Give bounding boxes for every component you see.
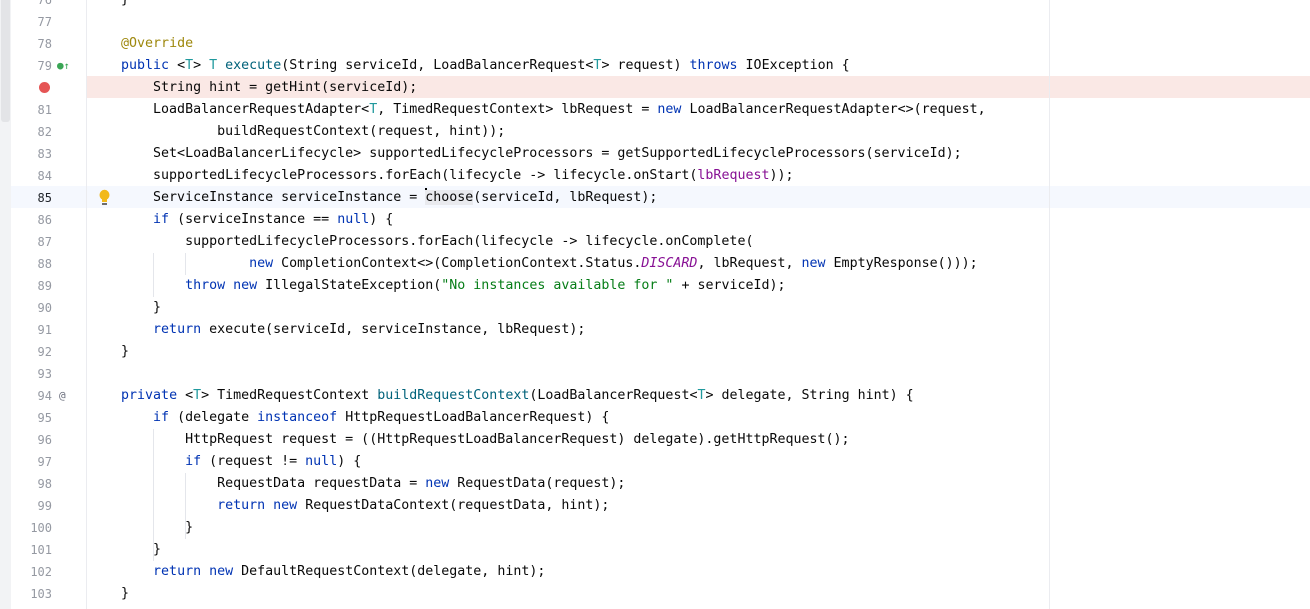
code-text[interactable]: supportedLifecycleProcessors.forEach(lif… <box>89 234 754 249</box>
indent-guide <box>185 473 186 539</box>
code-text[interactable]: return new DefaultRequestContext(delegat… <box>153 564 546 579</box>
code-line[interactable]: 97 if (request != null) { <box>0 451 1310 473</box>
code-text[interactable]: } <box>89 0 129 11</box>
code-text[interactable]: Set<LoadBalancerLifecycle> supportedLife… <box>89 146 962 161</box>
code-text[interactable]: LoadBalancerRequestAdapter<T, TimedReque… <box>89 102 986 117</box>
project-panel-edge <box>0 0 11 609</box>
line-number[interactable]: 88 <box>37 257 52 271</box>
line-number[interactable]: 77 <box>37 15 52 29</box>
code-line[interactable]: 102 return new DefaultRequestContext(del… <box>0 561 1310 583</box>
code-line[interactable]: 87 supportedLifecycleProcessors.forEach(… <box>0 231 1310 253</box>
line-number[interactable]: 100 <box>30 521 52 535</box>
code-line[interactable]: 96 HttpRequest request = ((HttpRequestLo… <box>0 429 1310 451</box>
line-number[interactable]: 91 <box>37 323 52 337</box>
breakpoint-icon[interactable] <box>39 82 50 93</box>
indent-guide <box>185 253 186 275</box>
code-text[interactable]: String hint = getHint(serviceId); <box>89 80 418 95</box>
code-line[interactable]: 83 Set<LoadBalancerLifecycle> supportedL… <box>0 143 1310 165</box>
line-number[interactable]: 103 <box>30 587 52 601</box>
code-line[interactable]: 84 supportedLifecycleProcessors.forEach(… <box>0 165 1310 187</box>
code-line[interactable]: 80 String hint = getHint(serviceId); <box>0 77 1310 99</box>
line-number[interactable]: 96 <box>37 433 52 447</box>
code-text[interactable]: if (serviceInstance == null) { <box>153 212 394 227</box>
code-text[interactable]: public <T> T execute(String serviceId, L… <box>121 58 850 73</box>
line-number[interactable]: 102 <box>30 565 52 579</box>
code-text[interactable]: return execute(serviceId, serviceInstanc… <box>153 322 586 337</box>
code-line[interactable]: 89 throw new IllegalStateException("No i… <box>0 275 1310 297</box>
code-line[interactable]: 91 return execute(serviceId, serviceInst… <box>0 319 1310 341</box>
code-text[interactable]: } <box>89 520 194 535</box>
code-text[interactable]: private <T> TimedRequestContext buildReq… <box>121 388 914 403</box>
caret-line-highlight <box>11 186 1310 208</box>
implements-method-icon[interactable]: ●↑ <box>57 59 70 72</box>
line-number[interactable]: 98 <box>37 477 52 491</box>
line-number[interactable]: 85 <box>37 191 52 205</box>
code-line[interactable]: 101 } <box>0 539 1310 561</box>
annotation-at-icon[interactable]: @ <box>59 389 66 402</box>
scroll-thumb[interactable] <box>1 0 10 122</box>
line-number[interactable]: 95 <box>37 411 52 425</box>
gutter-separator <box>86 0 87 609</box>
code-line[interactable]: 78 @Override <box>0 33 1310 55</box>
code-line[interactable]: 95 if (delegate instanceof HttpRequestLo… <box>0 407 1310 429</box>
code-line[interactable]: 76 } <box>0 0 1310 11</box>
code-text[interactable]: } <box>89 344 130 359</box>
code-text[interactable]: if (request != null) { <box>185 454 362 469</box>
code-text[interactable]: buildRequestContext(request, hint)); <box>89 124 506 139</box>
line-number[interactable]: 101 <box>30 543 52 557</box>
line-number-gutter[interactable] <box>11 0 86 609</box>
code-line[interactable]: 79 public <T> T execute(String serviceId… <box>0 55 1310 77</box>
line-number[interactable]: 76 <box>37 0 52 7</box>
indent-guide <box>153 253 154 297</box>
line-number[interactable]: 99 <box>37 499 52 513</box>
code-line[interactable]: 86 if (serviceInstance == null) { <box>0 209 1310 231</box>
code-text[interactable]: supportedLifecycleProcessors.forEach(lif… <box>89 168 794 183</box>
code-text[interactable]: RequestData requestData = new RequestDat… <box>89 476 626 491</box>
code-line[interactable]: 85 ServiceInstance serviceInstance = cho… <box>0 187 1310 209</box>
code-line[interactable]: 90 } <box>0 297 1310 319</box>
code-text[interactable]: @Override <box>121 36 194 51</box>
code-line[interactable]: 99 return new RequestDataContext(request… <box>0 495 1310 517</box>
line-number[interactable]: 78 <box>37 37 52 51</box>
right-margin-guide <box>1049 0 1050 609</box>
line-number[interactable]: 82 <box>37 125 52 139</box>
code-text[interactable]: ServiceInstance serviceInstance = choose… <box>89 188 658 205</box>
code-text[interactable]: new CompletionContext<>(CompletionContex… <box>249 256 978 271</box>
code-text[interactable]: HttpRequest request = ((HttpRequestLoadB… <box>89 432 850 447</box>
line-number[interactable]: 90 <box>37 301 52 315</box>
code-line[interactable]: 82 buildRequestContext(request, hint)); <box>0 121 1310 143</box>
line-number[interactable]: 87 <box>37 235 52 249</box>
code-text[interactable]: } <box>89 586 130 601</box>
code-line[interactable]: 103 } <box>0 583 1310 605</box>
line-number[interactable]: 81 <box>37 103 52 117</box>
code-line[interactable]: 88 new CompletionContext<>(CompletionCon… <box>0 253 1310 275</box>
line-number[interactable]: 83 <box>37 147 52 161</box>
breakpoint-line-highlight <box>86 76 1310 98</box>
line-number[interactable]: 84 <box>37 169 52 183</box>
line-number[interactable]: 86 <box>37 213 52 227</box>
code-text[interactable]: throw new IllegalStateException("No inst… <box>185 278 786 293</box>
line-number[interactable]: 93 <box>37 367 52 381</box>
code-line[interactable]: 92 } <box>0 341 1310 363</box>
line-number[interactable]: 89 <box>37 279 52 293</box>
line-number[interactable]: 94 <box>37 389 52 403</box>
code-line[interactable]: 98 RequestData requestData = new Request… <box>0 473 1310 495</box>
line-number[interactable]: 79 <box>37 59 52 73</box>
indent-guide <box>153 429 154 561</box>
code-text[interactable]: } <box>89 542 162 557</box>
code-text[interactable]: if (delegate instanceof HttpRequestLoadB… <box>153 410 610 425</box>
code-text[interactable]: } <box>89 300 162 315</box>
line-number[interactable]: 92 <box>37 345 52 359</box>
code-line[interactable]: 100 } <box>0 517 1310 539</box>
code-text[interactable]: return new RequestDataContext(requestDat… <box>217 498 610 513</box>
code-line[interactable]: 77 <box>0 11 1310 33</box>
code-line[interactable]: 94 private <T> TimedRequestContext build… <box>0 385 1310 407</box>
line-number[interactable]: 97 <box>37 455 52 469</box>
code-line[interactable]: 81 LoadBalancerRequestAdapter<T, TimedRe… <box>0 99 1310 121</box>
code-line[interactable]: 93 <box>0 363 1310 385</box>
intention-bulb-icon[interactable] <box>98 189 111 207</box>
